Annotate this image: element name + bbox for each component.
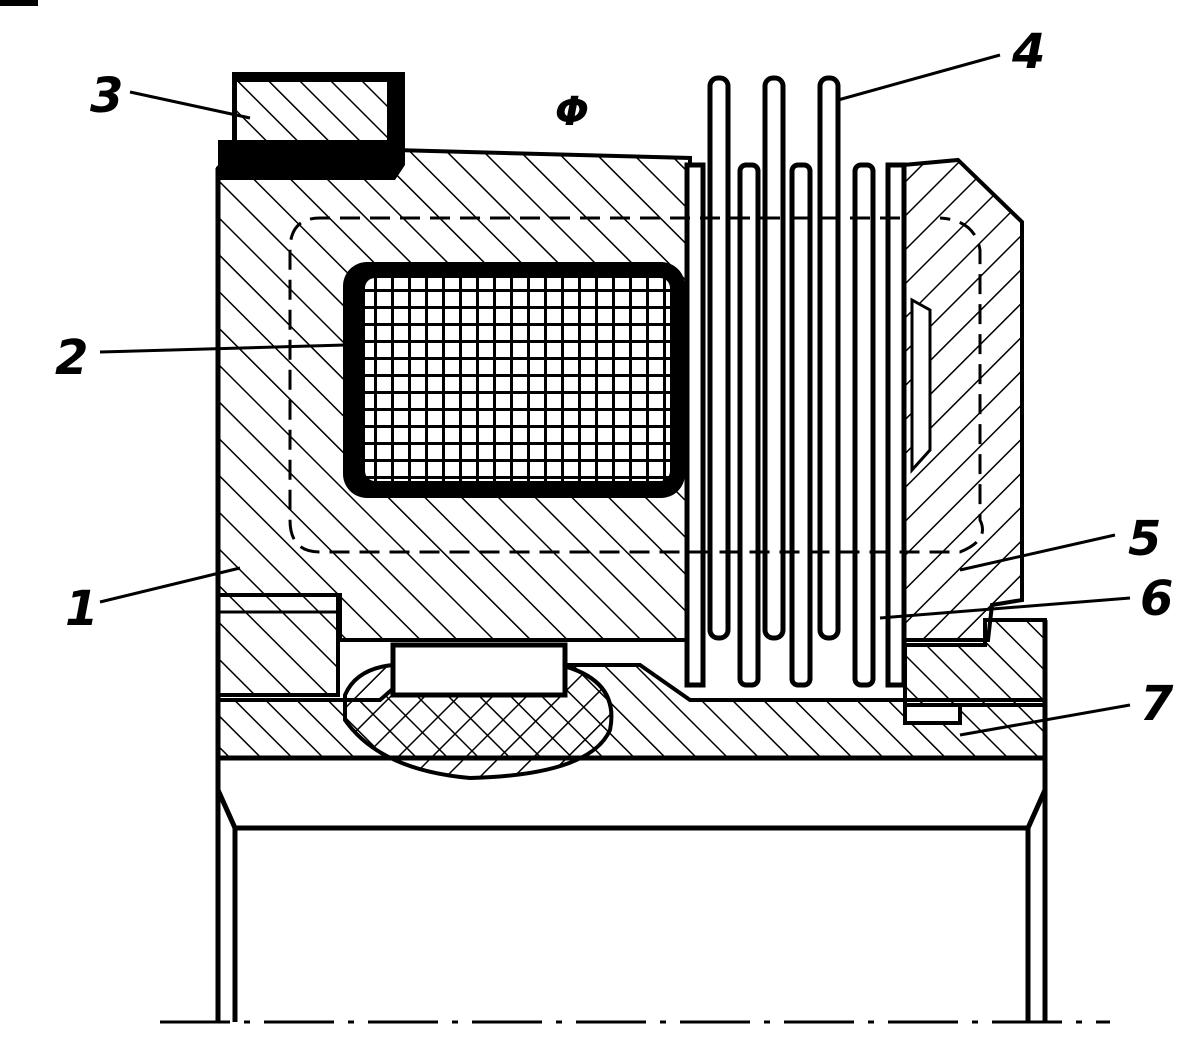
hub-left-ring bbox=[216, 593, 340, 697]
key bbox=[390, 642, 568, 698]
leader-lines bbox=[99, 53, 1131, 737]
label-1: 1 bbox=[65, 581, 98, 637]
bore bbox=[215, 168, 1048, 1022]
friction-plates bbox=[684, 75, 907, 688]
label-4: 4 bbox=[1011, 24, 1045, 80]
label-6: 6 bbox=[1140, 571, 1173, 627]
label-2: 2 bbox=[55, 330, 88, 386]
slip-ring bbox=[218, 72, 405, 180]
label-flux: Φ bbox=[555, 89, 589, 135]
label-5: 5 bbox=[1128, 511, 1161, 567]
flux-path bbox=[288, 216, 984, 554]
label-3: 3 bbox=[90, 68, 123, 124]
armature-disk bbox=[901, 157, 1024, 642]
label-7: 7 bbox=[1140, 676, 1174, 732]
corner-mark bbox=[0, 0, 38, 6]
coil bbox=[343, 262, 685, 498]
